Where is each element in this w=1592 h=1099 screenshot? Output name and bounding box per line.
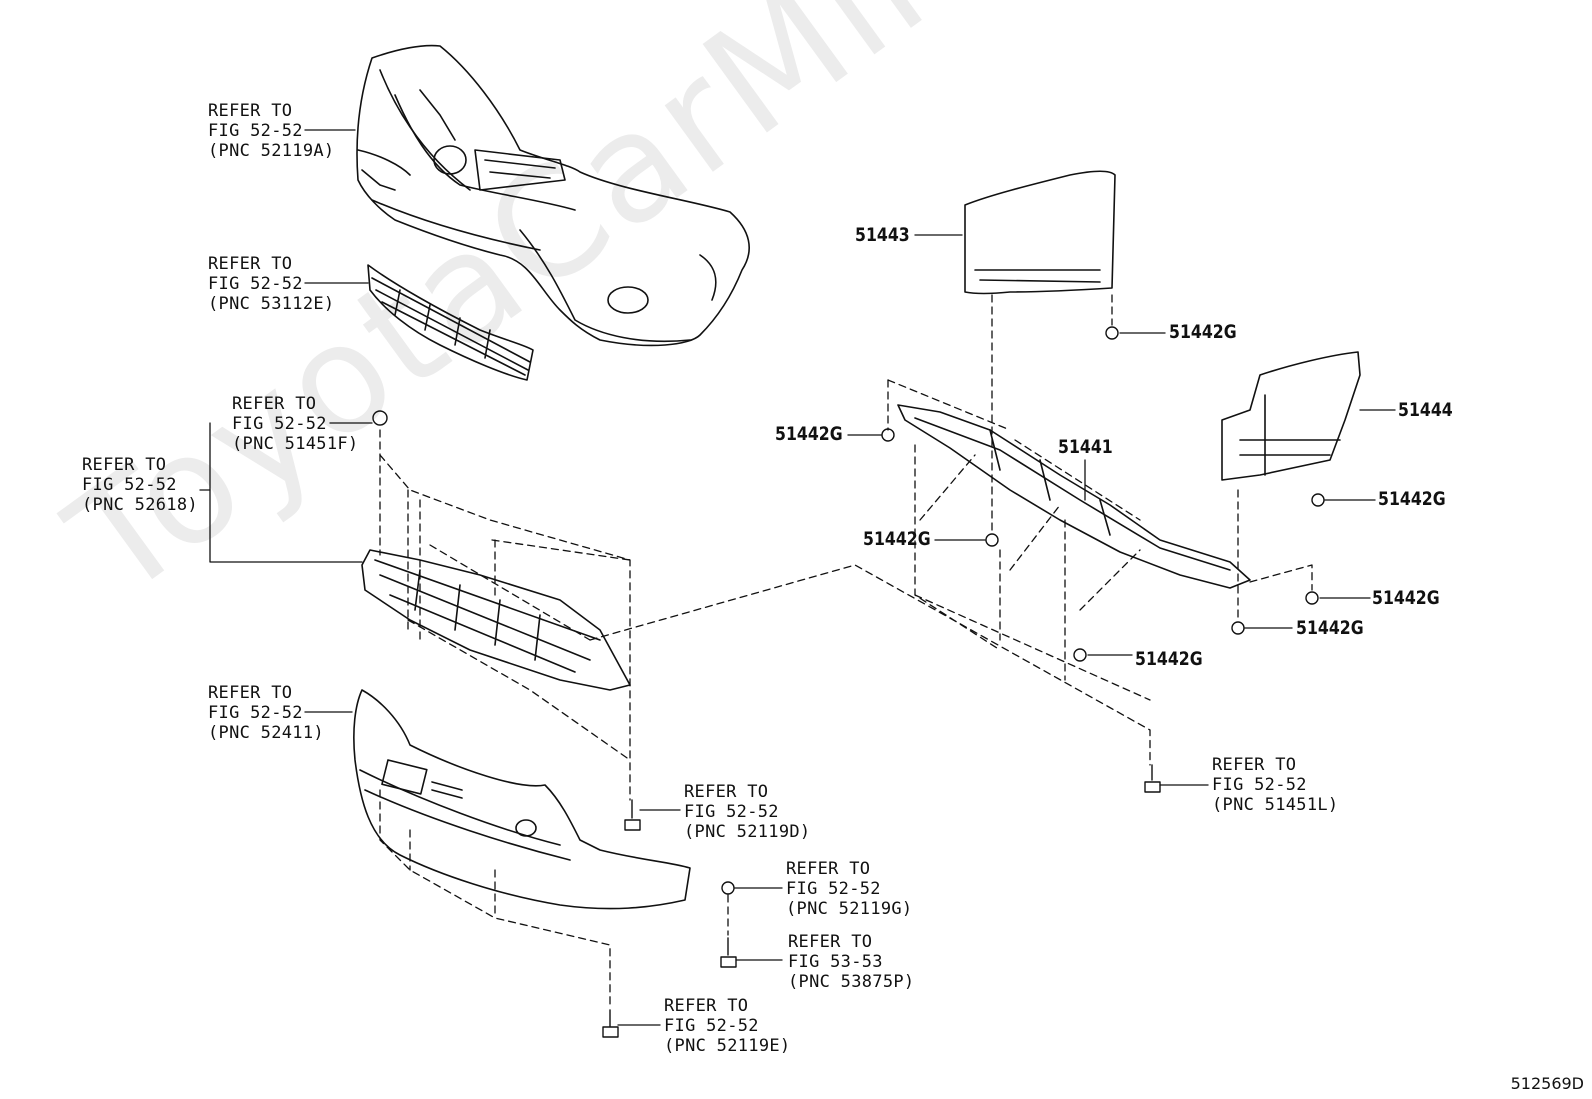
callout-clip-51451f: REFER TO FIG 52-52 (PNC 51451F): [232, 394, 359, 454]
part-number-51444: 51444: [1398, 399, 1453, 421]
part-number-51443: 51443: [855, 224, 910, 246]
splash-shield-51443: [964, 170, 1116, 295]
side-shield-51444: [1221, 351, 1361, 481]
assembly-dashed-lines: [379, 294, 1313, 1009]
callout-absorber-52618: REFER TO FIG 52-52 (PNC 52618): [82, 455, 198, 515]
part-number-51442g: 51442G: [1169, 321, 1237, 343]
bumper-absorber: [361, 549, 631, 691]
callout-bolt-51451l: REFER TO FIG 52-52 (PNC 51451L): [1212, 755, 1339, 815]
callout-lower-52411: REFER TO FIG 52-52 (PNC 52411): [208, 683, 324, 743]
bolt-fasteners: [602, 764, 1161, 1038]
lower-grille: [367, 264, 534, 381]
part-number-51442g: 51442G: [1135, 648, 1203, 670]
callout-bolt-52119d: REFER TO FIG 52-52 (PNC 52119D): [684, 782, 811, 842]
part-number-51441: 51441: [1058, 436, 1113, 458]
callout-clip-52119g: REFER TO FIG 52-52 (PNC 52119G): [786, 859, 913, 919]
figure-id: 512569D: [1510, 1074, 1584, 1093]
part-number-51442g: 51442G: [863, 528, 931, 550]
callout-screw-53875p: REFER TO FIG 53-53 (PNC 53875P): [788, 932, 915, 992]
callout-grille: REFER TO FIG 52-52 (PNC 53112E): [208, 254, 335, 314]
part-number-51442g: 51442G: [1378, 488, 1446, 510]
front-bumper-cover: [356, 44, 750, 347]
clip-fasteners: [372, 326, 1325, 895]
lower-bumper-cover: [353, 689, 691, 910]
part-number-51442g: 51442G: [1372, 587, 1440, 609]
engine-under-cover-51441: [897, 404, 1251, 589]
callout-bolt-52119e: REFER TO FIG 52-52 (PNC 52119E): [664, 996, 791, 1056]
part-number-51442g: 51442G: [775, 423, 843, 445]
part-number-51442g: 51442G: [1296, 617, 1364, 639]
leader-lines: [199, 129, 1396, 1026]
callout-bumper-cover: REFER TO FIG 52-52 (PNC 52119A): [208, 101, 335, 161]
